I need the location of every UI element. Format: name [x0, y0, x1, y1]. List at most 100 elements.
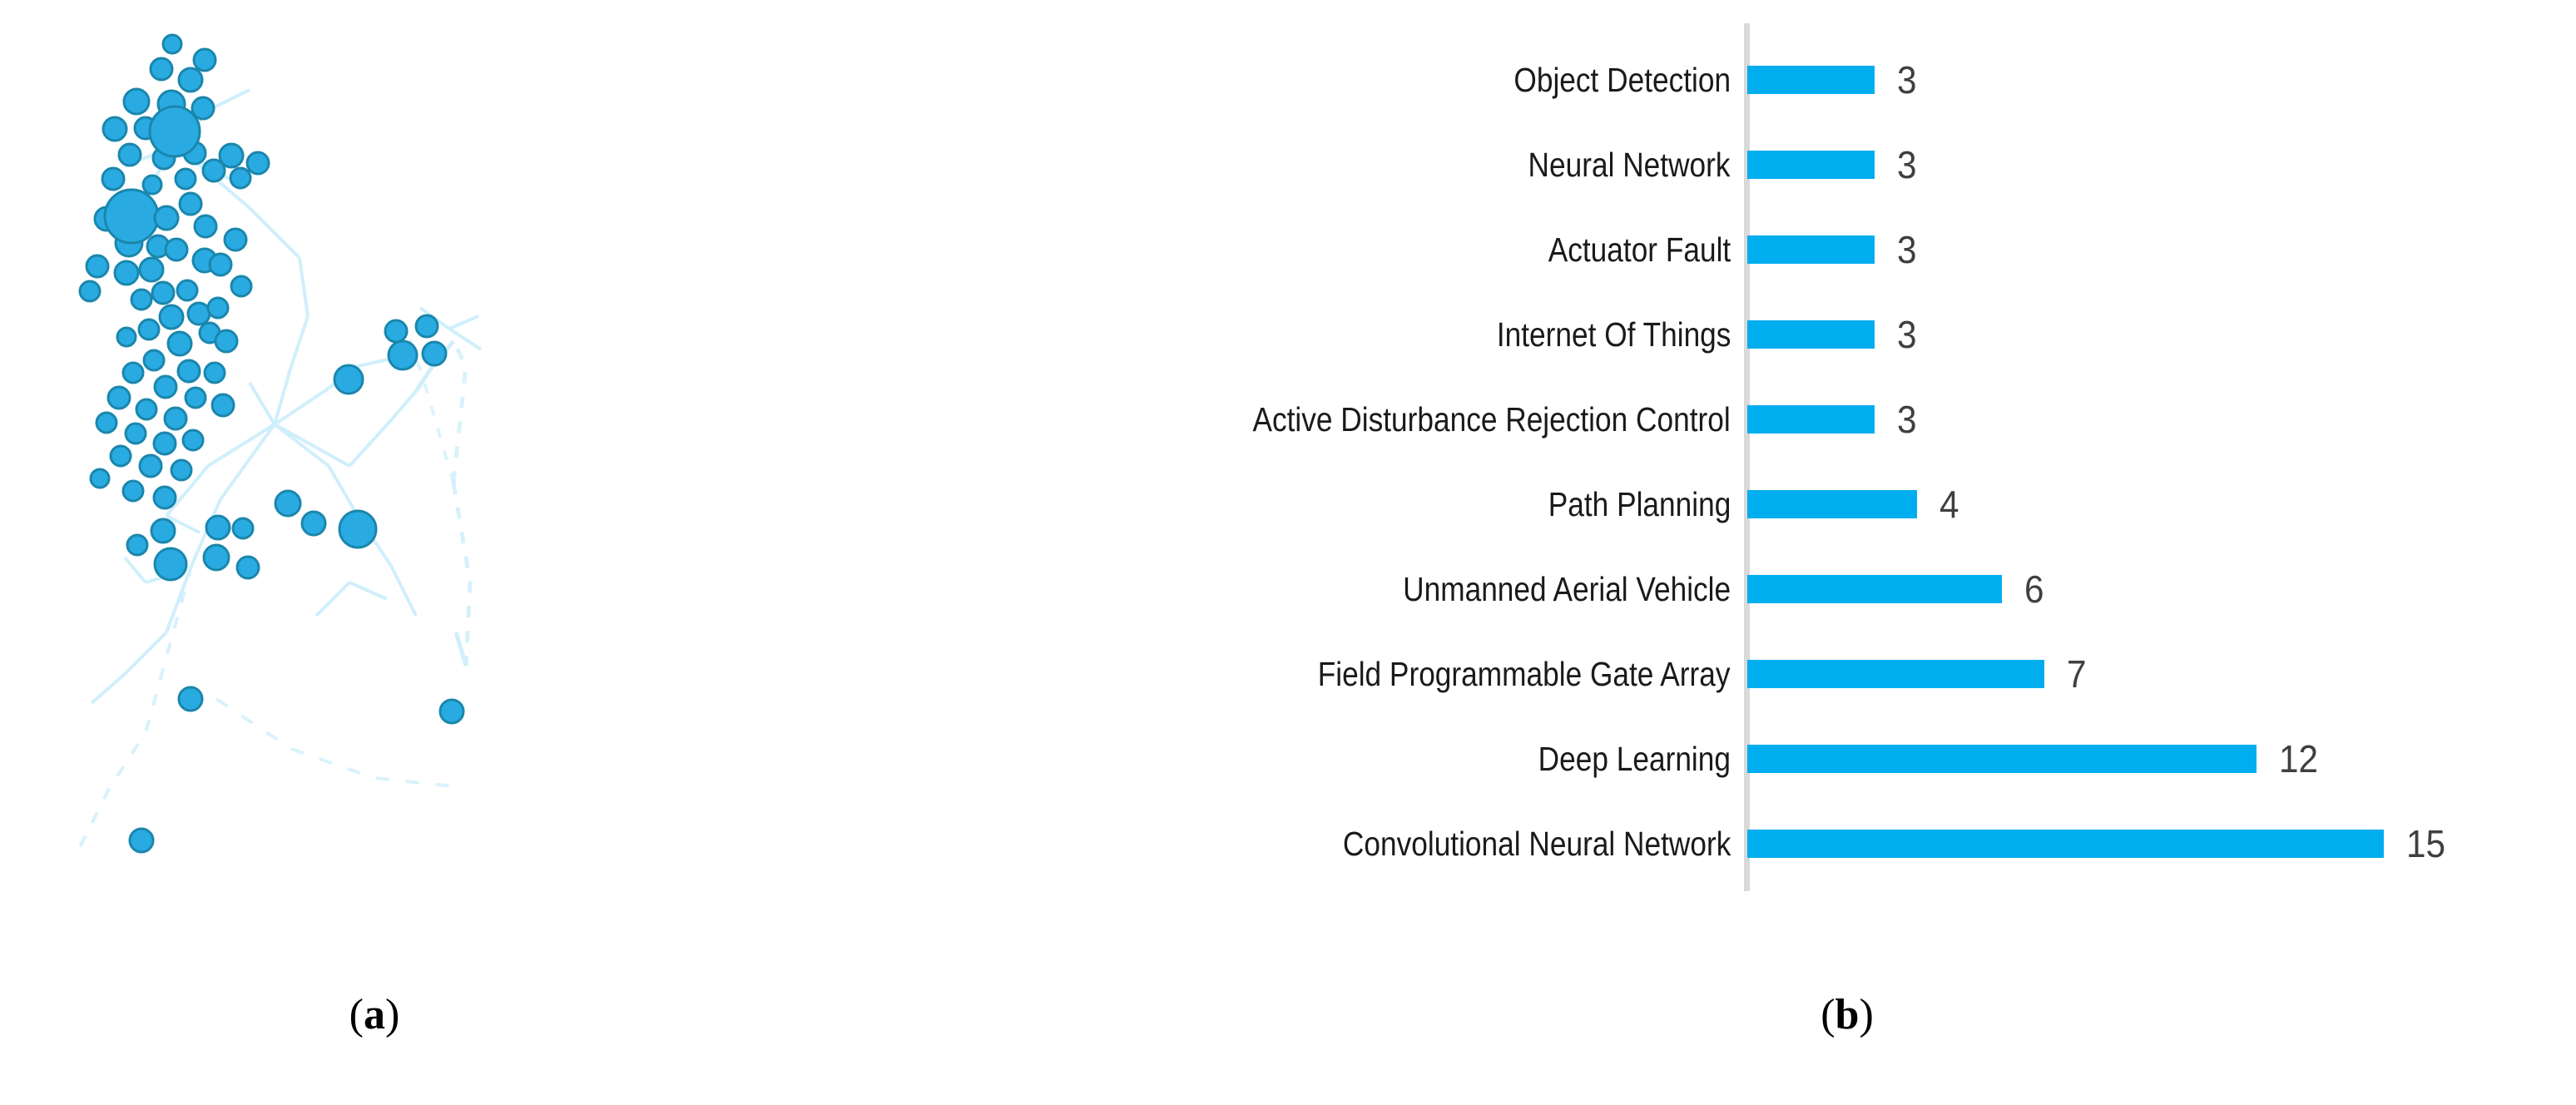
graph-node — [121, 479, 145, 503]
graph-node — [164, 237, 189, 262]
bar[interactable] — [1747, 830, 2384, 858]
bar-category-label: Field Programmable Gate Array — [1318, 655, 1731, 693]
graph-node — [176, 279, 199, 302]
bar-value-label: 15 — [2406, 822, 2446, 865]
graph-node — [116, 326, 137, 348]
bar-value-label: 4 — [1939, 483, 1959, 526]
graph-node — [102, 116, 128, 142]
graph-node — [128, 827, 155, 854]
network-graph-svg — [77, 33, 483, 854]
graph-node — [166, 330, 193, 357]
graph-node — [229, 166, 252, 190]
bar-value-label: 3 — [1897, 228, 1917, 271]
graph-node — [223, 227, 248, 252]
graph-node — [414, 314, 439, 339]
graph-node — [142, 349, 166, 372]
graph-node — [205, 514, 231, 541]
graph-node — [152, 485, 177, 510]
bar-row: Unmanned Aerial Vehicle 6 — [857, 560, 2576, 618]
graph-node — [153, 205, 180, 231]
graph-node — [85, 254, 110, 279]
graph-node — [150, 518, 176, 544]
bar-value-label: 3 — [1897, 313, 1917, 356]
bar-row: Neural Network 3 — [857, 136, 2576, 194]
graph-node — [149, 57, 174, 82]
graph-node — [163, 406, 188, 431]
graph-node — [174, 167, 197, 191]
bar[interactable] — [1747, 405, 1875, 434]
panel-a-network-graph — [0, 0, 857, 965]
bar-value-label: 12 — [2279, 737, 2319, 780]
graph-node — [211, 393, 235, 418]
graph-node — [124, 422, 147, 445]
graph-node — [170, 458, 193, 482]
graph-node — [135, 398, 158, 421]
bar-category-label: Neural Network — [1528, 146, 1731, 184]
graph-node — [184, 386, 207, 409]
graph-node — [122, 87, 151, 116]
graph-node — [231, 517, 255, 540]
bar-category-label: Active Disturbance Rejection Control — [1252, 400, 1731, 439]
bar[interactable] — [1747, 151, 1875, 179]
bar-row: Field Programmable Gate Array 7 — [857, 645, 2576, 703]
graph-node — [201, 158, 226, 183]
graph-node — [202, 543, 230, 572]
graph-node — [153, 547, 188, 582]
graph-node — [421, 340, 448, 367]
bar[interactable] — [1747, 490, 1917, 518]
bar-category-label: Unmanned Aerial Vehicle — [1402, 570, 1731, 608]
graph-node — [214, 329, 239, 354]
graph-node — [235, 555, 260, 580]
graph-node — [138, 453, 163, 478]
bar-category-label: Convolutional Neural Network — [1342, 825, 1731, 863]
graph-node — [95, 411, 118, 434]
graph-node — [230, 275, 253, 298]
bar-value-label: 3 — [1897, 143, 1917, 186]
bar[interactable] — [1747, 745, 2256, 773]
graph-node — [109, 444, 132, 468]
bar-value-label: 3 — [1897, 398, 1917, 441]
graph-hub-node — [148, 105, 201, 158]
bar[interactable] — [1747, 575, 2002, 603]
graph-node — [192, 47, 217, 72]
bar-value-label: 6 — [2024, 567, 2044, 611]
bar-row: Path Planning 4 — [857, 475, 2576, 533]
graph-node — [113, 260, 140, 286]
bar-category-label: Actuator Fault — [1548, 230, 1731, 269]
bar-chart-plot-area: Object Detection 3 Neural Network 3 Actu… — [857, 0, 2576, 932]
bar[interactable] — [1747, 320, 1875, 349]
graph-node — [176, 359, 201, 384]
graph-node — [384, 319, 409, 344]
graph-node — [107, 385, 131, 410]
bar[interactable] — [1747, 660, 2044, 688]
bar-value-label: 3 — [1897, 58, 1917, 102]
bar-category-label: Object Detection — [1513, 61, 1731, 99]
graph-node — [245, 151, 270, 176]
bar[interactable] — [1747, 235, 1875, 264]
chart-axis-line — [1744, 23, 1750, 891]
panel-a-caption-letter: a — [364, 991, 385, 1038]
bar-category-label: Path Planning — [1548, 485, 1731, 523]
bar-row: Convolutional Neural Network 15 — [857, 815, 2576, 873]
graph-node — [152, 431, 177, 456]
graph-node — [117, 142, 142, 167]
graph-node — [158, 304, 185, 330]
graph-node — [338, 509, 378, 549]
panel-b-caption-letter: b — [1835, 991, 1860, 1038]
bar-row: Internet Of Things 3 — [857, 305, 2576, 364]
bar[interactable] — [1747, 66, 1875, 94]
graph-node — [300, 510, 327, 537]
bar-row: Active Disturbance Rejection Control 3 — [857, 390, 2576, 448]
bar-category-label: Internet Of Things — [1496, 315, 1731, 354]
graph-node — [203, 361, 226, 384]
graph-node — [333, 364, 364, 395]
graph-node — [141, 174, 163, 196]
panel-b-bar-chart: Object Detection 3 Neural Network 3 Actu… — [857, 0, 2576, 965]
graph-node — [181, 429, 205, 452]
graph-node — [191, 96, 215, 121]
graph-node — [186, 301, 211, 326]
graph-node — [121, 361, 145, 384]
graph-node — [177, 67, 204, 93]
graph-node — [151, 280, 176, 305]
